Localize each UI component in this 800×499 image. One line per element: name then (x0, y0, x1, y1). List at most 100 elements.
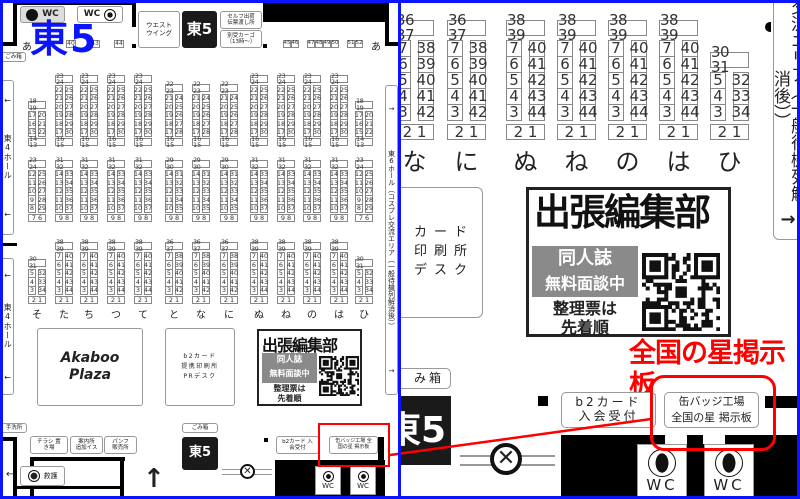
booth-cell[interactable]: 37 (286, 203, 296, 213)
booth-cell[interactable]: 41 (468, 87, 488, 105)
booth-cell[interactable]: 42 (174, 285, 184, 295)
booth-cell[interactable]: 30 (89, 127, 99, 137)
booth-cell[interactable]: 17 (164, 127, 174, 137)
booth-cell[interactable]: 17 (106, 127, 116, 137)
booth-cell[interactable]: 34 (364, 285, 374, 295)
booth-cell[interactable]: 44 (339, 285, 349, 295)
booth-cell[interactable]: 35 (201, 203, 211, 213)
booth-cell[interactable]: 43 (680, 87, 700, 105)
booth-cell[interactable]: 17 (54, 127, 64, 137)
booth-cell[interactable]: 29 (364, 203, 374, 213)
booth-cell[interactable]: 41 (629, 55, 649, 73)
badge-board[interactable]: 缶バッジ工場 全国の星 掲示板 (664, 392, 759, 428)
booth-cell[interactable]: 44 (629, 103, 649, 121)
booth-cell[interactable]: 43 (629, 87, 649, 105)
booth-cell[interactable]: 42 (416, 103, 436, 121)
booth-cell[interactable]: 30 (286, 127, 296, 137)
booth-cell[interactable]: 42 (229, 285, 239, 295)
booth-cell[interactable]: 40 (416, 71, 436, 89)
booth-cell[interactable]: 3 (277, 285, 285, 295)
booth-cell[interactable]: 40 (527, 39, 547, 57)
booth-cell[interactable]: 35 (174, 203, 184, 213)
booth-cell[interactable]: 30 (143, 127, 153, 137)
booth-cell[interactable]: 3 (330, 285, 338, 295)
booth-cell[interactable]: 3 (557, 104, 573, 121)
booth-cell[interactable]: 40 (578, 39, 598, 57)
booth-cell[interactable]: 5 (447, 72, 463, 89)
booth-cell[interactable]: 8 (28, 203, 36, 213)
booth-cell[interactable]: 29 (37, 203, 47, 213)
booth-cell[interactable]: 30 (116, 127, 126, 137)
booth-cell[interactable]: 22 (364, 127, 374, 137)
booth-cell[interactable]: 28 (201, 127, 211, 137)
booth-cell[interactable]: 10 (79, 203, 89, 213)
booth-cell[interactable]: 37 (312, 203, 322, 213)
qr-code-icon[interactable] (319, 356, 360, 397)
booth-cell[interactable]: 44 (527, 103, 547, 121)
to-east6-hall-sign[interactable]: 交流エリア（一般待機列解消後）） → (773, 0, 800, 240)
booth-cell[interactable]: 44 (89, 285, 99, 295)
booth-cell[interactable]: 10 (133, 203, 143, 213)
booth-cell[interactable]: 3 (659, 104, 675, 121)
booth-cell[interactable]: 3 (355, 285, 363, 295)
booth-cell[interactable]: 40 (629, 39, 649, 57)
booth-cell[interactable]: 3 (107, 285, 115, 295)
booth-cell[interactable]: 3 (608, 104, 624, 121)
booth-cell[interactable]: 37 (64, 203, 74, 213)
booth-cell[interactable]: 10 (191, 203, 201, 213)
badge-board[interactable]: 缶バッジ工場 全国の星 掲示板 (329, 436, 378, 454)
booth-cell[interactable]: 17 (191, 127, 201, 137)
booth-cell[interactable]: 17 (133, 127, 143, 137)
booth-cell[interactable]: 3 (192, 285, 200, 295)
booth-cell[interactable]: 43 (578, 87, 598, 105)
booth-cell[interactable]: 10 (106, 203, 116, 213)
to-east6-hall-sign[interactable]: → 東6ホール（コスプレ交流エリア（一般待機列解消後）） → (385, 85, 398, 395)
booth-cell[interactable]: 3 (165, 285, 173, 295)
booth-cell[interactable]: 17 (276, 127, 286, 137)
booth-cell[interactable]: 3 (80, 285, 88, 295)
booth-cell[interactable]: 10 (276, 203, 286, 213)
booth-cell[interactable]: 3 (28, 285, 36, 295)
booth-cell[interactable]: 42 (468, 103, 488, 121)
booth-cell[interactable]: 3 (303, 285, 311, 295)
booth-cell[interactable]: 37 (143, 203, 153, 213)
qr-code-icon[interactable] (642, 253, 721, 332)
booth-cell[interactable]: 3 (250, 285, 258, 295)
booth-cell[interactable]: 28 (174, 127, 184, 137)
booth-cell[interactable]: 3 (447, 104, 463, 121)
booth-cell[interactable]: 40 (468, 71, 488, 89)
booth-cell[interactable]: 44 (64, 285, 74, 295)
booth-cell[interactable]: 3 (710, 104, 726, 121)
booth-cell[interactable]: 10 (249, 203, 259, 213)
booth-cell[interactable]: 4 (506, 88, 522, 105)
booth-cell[interactable]: 37 (339, 203, 349, 213)
booth-cell[interactable]: 33 (731, 87, 751, 105)
booth-cell[interactable]: 15 (354, 127, 364, 137)
booth-cell[interactable]: 10 (54, 203, 64, 213)
booth-cell[interactable]: 10 (219, 203, 229, 213)
booth-cell[interactable]: 37 (259, 203, 269, 213)
booth-cell[interactable]: 22 (37, 127, 47, 137)
booth-cell[interactable]: 44 (116, 285, 126, 295)
booth-cell[interactable]: 30 (259, 127, 269, 137)
editorial-ad[interactable]: 出張編集部 同人誌 無料面談中 整理票は 先着順 (526, 187, 731, 337)
booth-cell[interactable]: 3 (401, 104, 411, 121)
booth-cell[interactable]: 10 (302, 203, 312, 213)
booth-cell[interactable]: 44 (578, 103, 598, 121)
booth-cell[interactable]: 42 (201, 285, 211, 295)
booth-cell[interactable]: 30 (339, 127, 349, 137)
booth-cell[interactable]: 15 (27, 127, 37, 137)
booth-cell[interactable]: 37 (116, 203, 126, 213)
booth-cell[interactable]: 42 (680, 71, 700, 89)
booth-cell[interactable]: 17 (302, 127, 312, 137)
booth-cell[interactable]: 44 (286, 285, 296, 295)
booth-cell[interactable]: 10 (164, 203, 174, 213)
booth-cell[interactable]: 28 (229, 127, 239, 137)
booth-cell[interactable]: 41 (416, 87, 436, 105)
booth-cell[interactable]: 30 (64, 127, 74, 137)
booth-cell[interactable]: 44 (312, 285, 322, 295)
booth-cell[interactable]: 39 (468, 55, 488, 73)
booth-cell[interactable]: 10 (329, 203, 339, 213)
booth-cell[interactable]: 17 (249, 127, 259, 137)
booth-cell[interactable]: 3 (506, 104, 522, 121)
